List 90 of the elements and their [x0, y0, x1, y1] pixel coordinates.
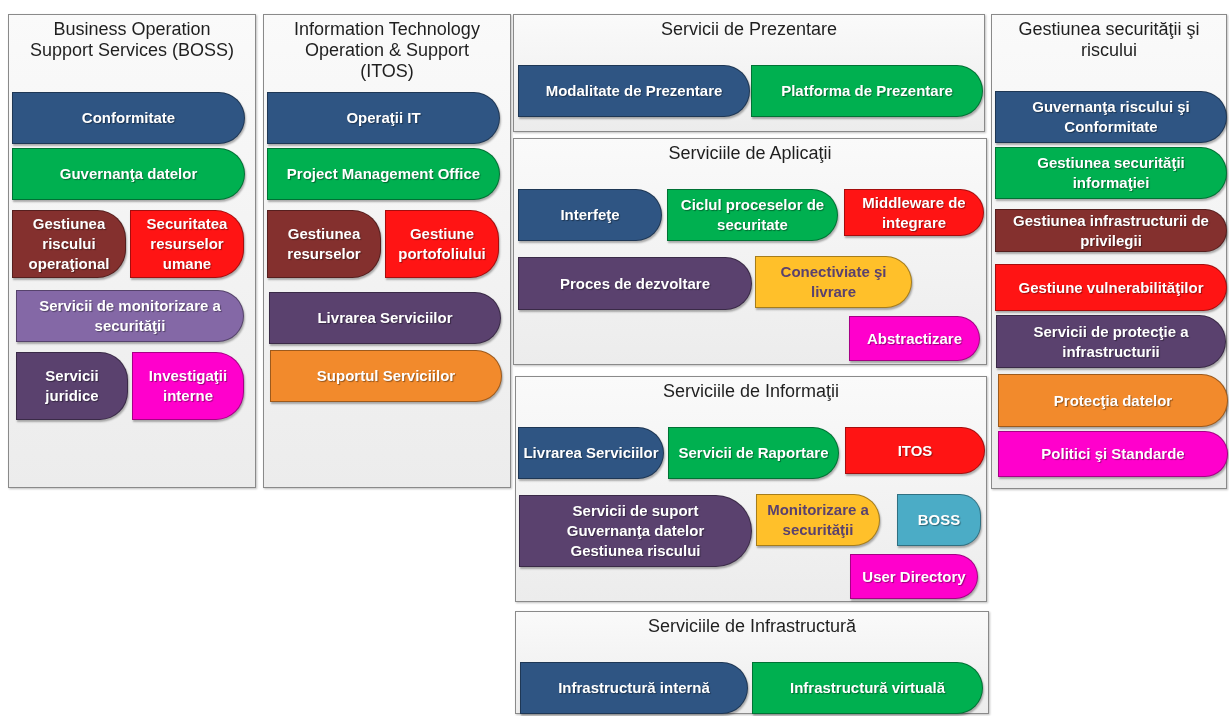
service-block	[995, 209, 1227, 252]
service-label: Project Management Office	[286, 164, 481, 184]
group-panel	[515, 611, 989, 714]
group-panel	[991, 14, 1227, 489]
service-block	[520, 662, 748, 714]
service-block	[849, 316, 980, 361]
service-label: Securitatea resurselor umane	[145, 214, 229, 274]
service-block	[12, 92, 245, 144]
service-label: Conformitate	[81, 108, 176, 128]
service-block	[756, 494, 880, 546]
service-block	[845, 427, 985, 474]
group-panel	[8, 14, 256, 488]
service-label: Politici şi Standarde	[1041, 444, 1185, 464]
service-label: Gestiune vulnerabilităţilor	[1018, 277, 1204, 298]
service-block	[385, 210, 499, 278]
service-label: Infrastructură internă	[558, 678, 710, 698]
panel-title: Information Technology Operation & Support (ITOS)	[293, 18, 481, 82]
service-label: Gestiunea infrastructurii de privilegii	[1012, 210, 1210, 251]
service-label: Gestiunea resurselor	[286, 224, 362, 264]
service-block	[752, 662, 983, 714]
service-label: Servicii de monitorizare a securităţii	[38, 296, 222, 336]
group-panel	[513, 14, 985, 132]
panel-title: Serviciile de Informaţii	[661, 380, 841, 402]
service-label: Servicii de Raportare	[678, 443, 829, 463]
service-label: Guvernanţa datelor	[566, 521, 705, 541]
service-block	[998, 431, 1228, 477]
service-label: Proces de dezvoltare	[559, 273, 711, 294]
service-block	[130, 210, 244, 278]
service-label: Livrarea Serviciilor	[317, 308, 453, 328]
service-label: ITOS	[897, 440, 933, 461]
group-panel	[515, 376, 987, 602]
service-block	[897, 494, 981, 546]
service-block	[844, 189, 984, 236]
service-label: Investigaţii interne	[147, 366, 229, 406]
service-block	[996, 315, 1226, 368]
service-label: Platforma de Prezentare	[781, 81, 953, 101]
service-block	[995, 264, 1227, 311]
service-label: Infrastructură virtuală	[789, 678, 945, 698]
service-label: Middleware de integrare	[861, 192, 967, 233]
panel-title: Servicii de Prezentare	[659, 18, 839, 40]
service-label: Abstractizare	[866, 328, 962, 349]
panel-title: Serviciile de Infrastructură	[646, 615, 858, 637]
service-block	[518, 189, 662, 241]
service-label: Modalitate de Prezentare	[545, 81, 723, 101]
service-block	[16, 290, 244, 342]
service-block	[519, 495, 752, 567]
service-block	[998, 374, 1228, 427]
service-label: Ciclul proceselor de securitate	[679, 195, 826, 235]
panel-title: Business Operation Support Services (BOSS)	[28, 18, 236, 61]
service-block	[751, 65, 983, 117]
service-block	[668, 427, 839, 479]
service-label: Livrarea Serviciilor	[523, 443, 659, 463]
panel-title: Gestiunea securităţii şi riscului	[1017, 18, 1201, 61]
service-label: Interfeţe	[560, 205, 620, 225]
service-label: Gestiunea riscului	[570, 541, 701, 561]
service-label: User Directory	[862, 566, 966, 587]
service-block	[667, 189, 838, 241]
service-block	[267, 92, 500, 144]
service-block	[518, 257, 752, 310]
service-label: Operaţii IT	[346, 108, 421, 128]
service-block	[755, 256, 912, 308]
service-label: Servicii de protecţie a infrastructurii	[1032, 321, 1190, 362]
service-block	[995, 147, 1227, 199]
service-block	[12, 210, 126, 278]
service-block	[995, 91, 1227, 143]
service-block	[518, 65, 750, 117]
service-block	[12, 148, 245, 200]
service-label: Protecţia datelor	[1053, 390, 1173, 411]
service-label: Servicii juridice	[44, 366, 100, 406]
group-panel	[263, 14, 511, 488]
service-label: Gestiunea securităţii informaţiei	[1036, 153, 1186, 193]
service-label: Servicii de suport	[572, 501, 699, 521]
service-label: Monitorizare a securităţii	[766, 500, 870, 540]
service-block	[132, 352, 244, 420]
service-block	[270, 350, 502, 402]
service-label: Suportul Serviciilor	[316, 366, 456, 386]
service-block	[269, 292, 501, 344]
service-label: Guvernanţa riscului şi Conformitate	[1031, 97, 1191, 137]
service-block	[16, 352, 128, 420]
service-label: Gestiune portofoliului	[397, 224, 487, 264]
service-label: BOSS	[917, 510, 961, 530]
service-block	[267, 148, 500, 200]
service-label: Guvernanţa datelor	[59, 164, 198, 184]
group-panel	[513, 138, 987, 365]
service-block	[267, 210, 381, 278]
service-block	[850, 554, 978, 599]
panel-title: Serviciile de Aplicaţii	[667, 142, 833, 164]
service-label: Gestiunea riscului operaţional	[27, 214, 111, 274]
service-block	[518, 427, 664, 479]
service-label: Conectiviate şi livrare	[779, 262, 888, 302]
